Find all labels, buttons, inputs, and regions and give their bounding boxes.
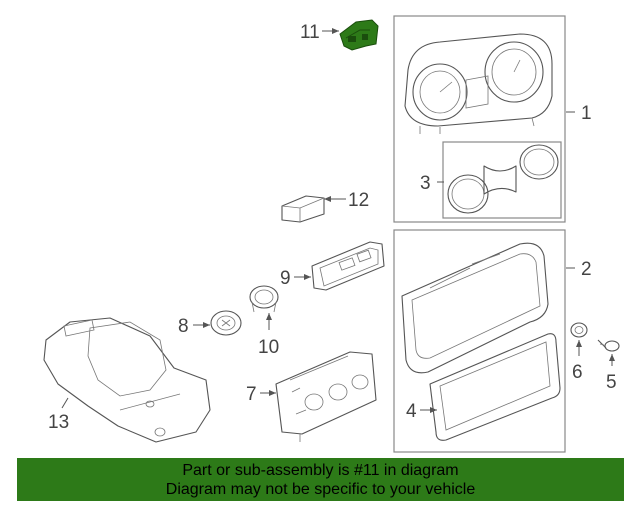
callout-12: 12	[348, 190, 369, 211]
cluster-lens-group-box	[393, 229, 566, 453]
diagram-notice-banner: Part or sub-assembly is #11 in diagram D…	[17, 458, 624, 501]
part-5-screw[interactable]	[597, 339, 620, 352]
part-11-module-highlighted[interactable]	[339, 19, 379, 51]
callout-11: 11	[300, 22, 320, 43]
part-12-small-module[interactable]	[281, 195, 325, 223]
part-9-switch-panel[interactable]	[311, 241, 385, 291]
part-4-lens[interactable]	[429, 333, 561, 441]
callout-10: 10	[258, 337, 279, 358]
callout-8: 8	[178, 316, 189, 337]
part-7-climate-control-panel[interactable]	[275, 351, 377, 442]
part-13-display-screen[interactable]	[43, 317, 211, 443]
banner-line-2: Diagram may not be specific to your vehi…	[165, 481, 476, 498]
part-6-grommet[interactable]	[570, 322, 588, 338]
callout-4: 4	[406, 401, 417, 422]
callout-6: 6	[572, 362, 583, 383]
part-2-cluster-housing[interactable]	[401, 242, 549, 374]
callout-9: 9	[280, 268, 291, 289]
part-8-knob[interactable]	[210, 310, 242, 336]
cluster-group-box	[393, 15, 566, 223]
callout-2: 2	[581, 259, 592, 280]
part-10-socket[interactable]	[249, 285, 279, 313]
callout-13: 13	[48, 412, 69, 433]
callout-5: 5	[606, 372, 617, 393]
callout-1: 1	[581, 103, 592, 124]
gauge-ring-box	[442, 141, 562, 219]
part-3-gauge-rings[interactable]	[447, 144, 559, 214]
callout-7: 7	[246, 384, 257, 405]
part-1-instrument-cluster[interactable]	[404, 33, 553, 134]
banner-line-1: Part or sub-assembly is #11 in diagram	[182, 462, 459, 479]
callout-3: 3	[420, 173, 431, 194]
